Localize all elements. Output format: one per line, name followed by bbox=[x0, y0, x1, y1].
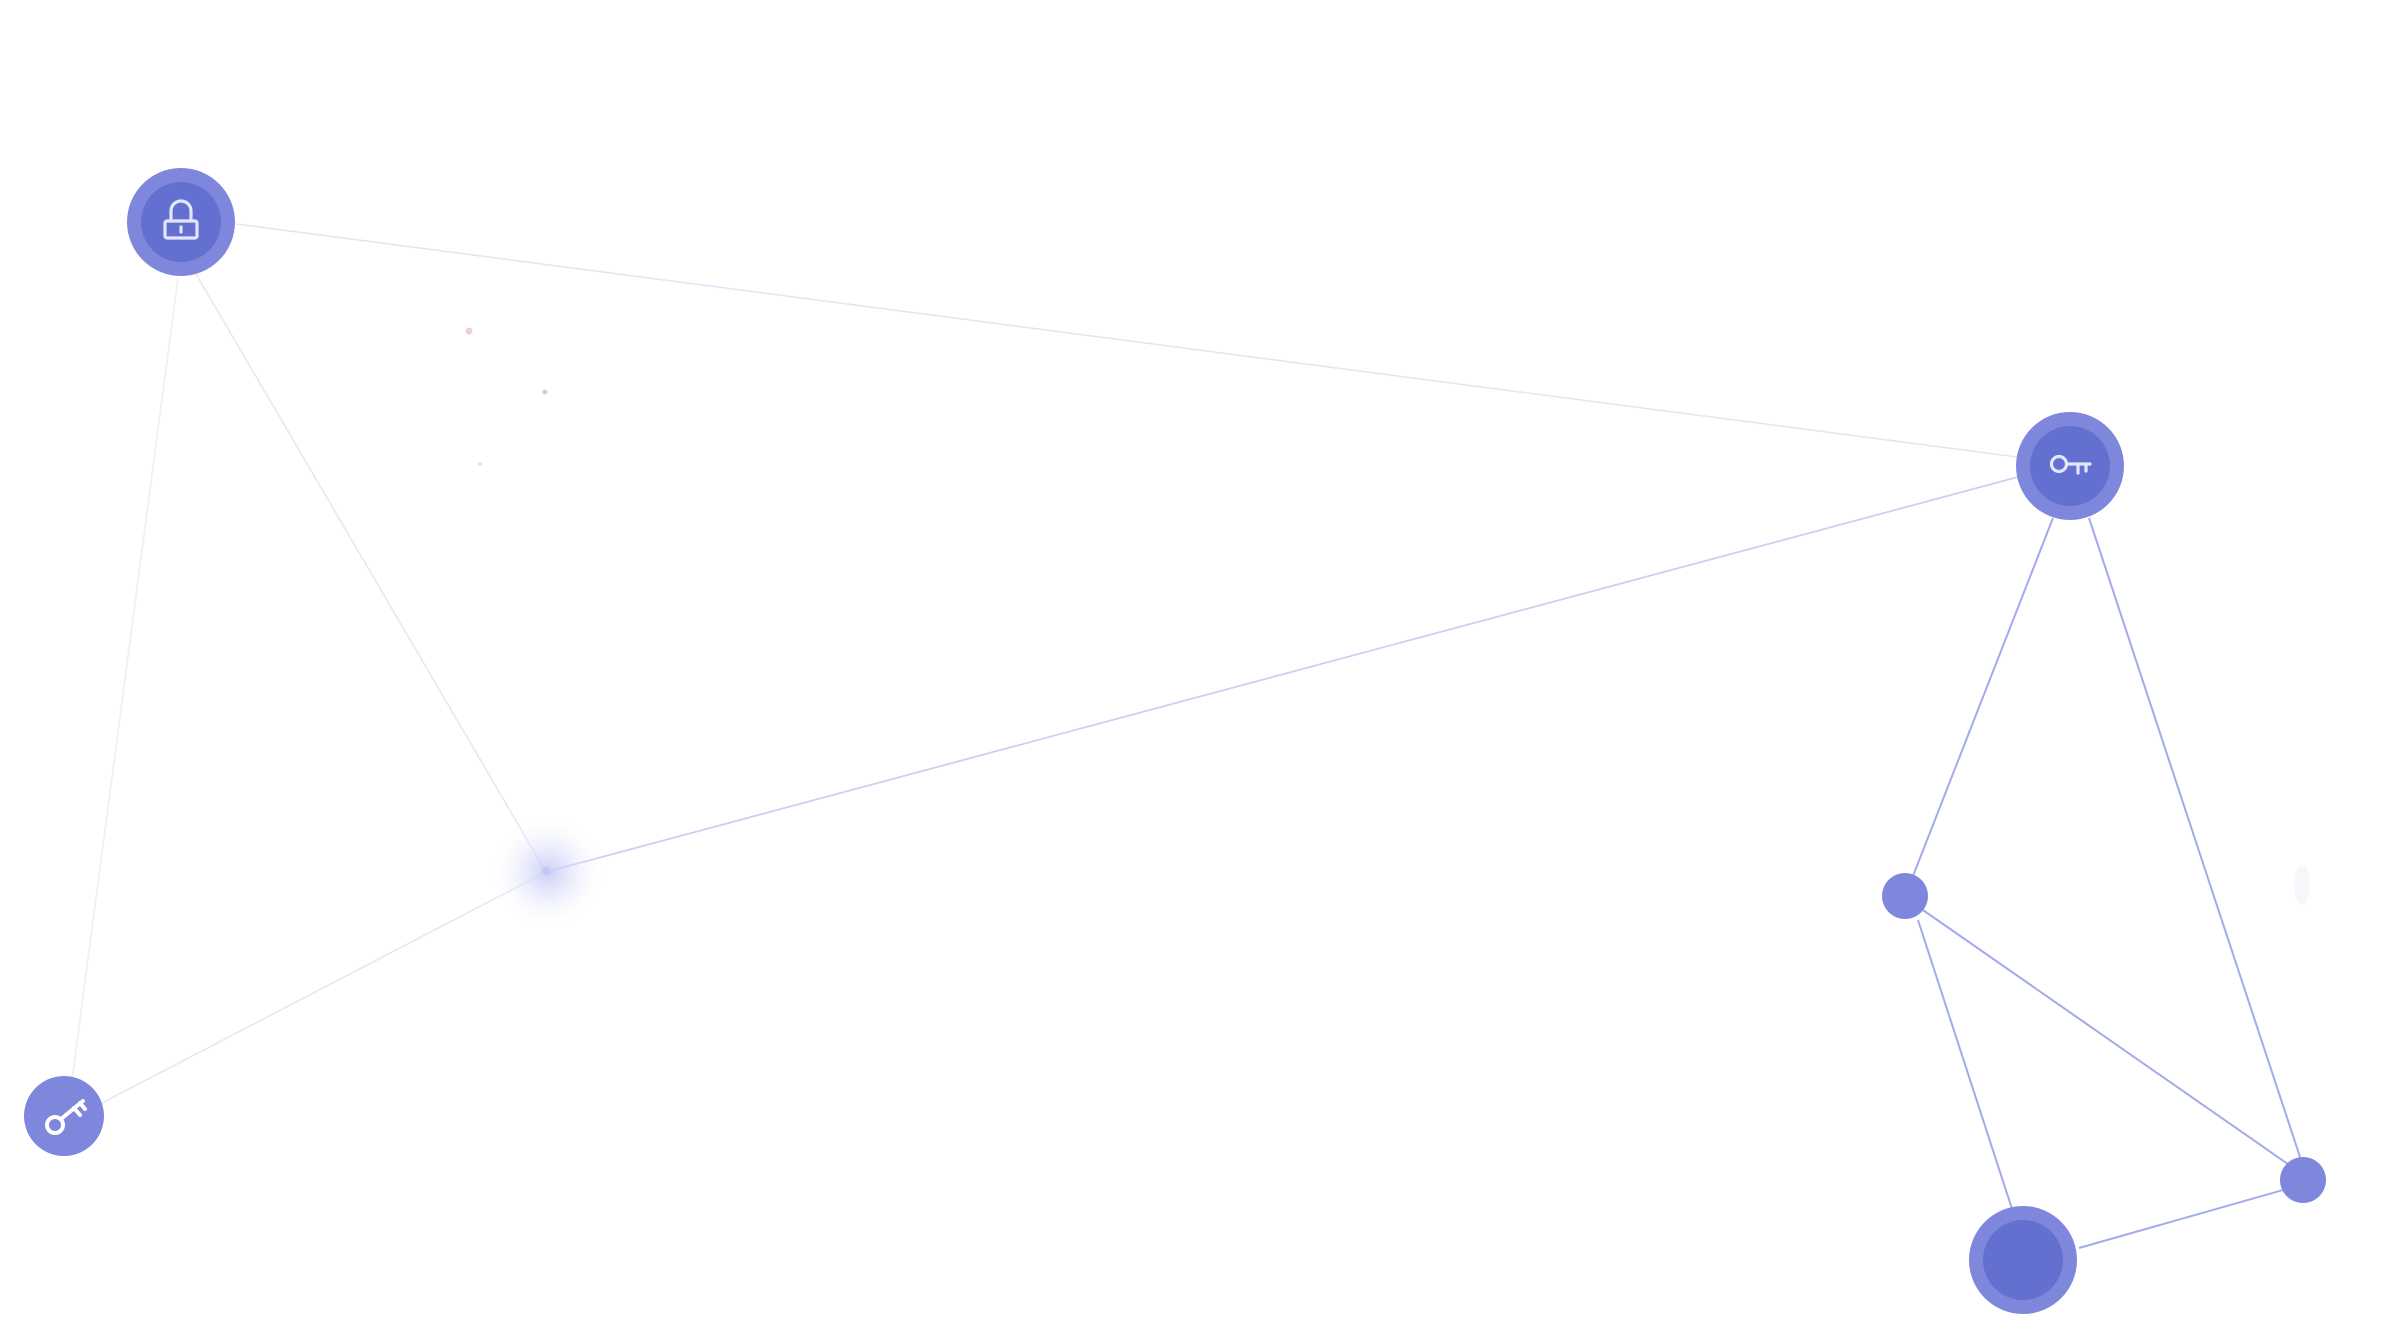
edge-small-left-to-large-bottom bbox=[1917, 919, 2015, 1216]
glow-hub-core bbox=[542, 867, 550, 875]
large-node-bottom-core bbox=[1983, 1220, 2063, 1300]
edge-key-top-right-to-small-left bbox=[1912, 517, 2054, 877]
key-node-top-right bbox=[2016, 412, 2124, 520]
small-node-left bbox=[1882, 873, 1928, 919]
particle-streak bbox=[2294, 865, 2310, 905]
particles bbox=[465, 327, 2310, 905]
glow-hub-node bbox=[490, 814, 606, 930]
edges bbox=[71, 223, 2303, 1249]
edge-glow-hub-to-key-bottom-left bbox=[97, 871, 547, 1106]
lock-icon bbox=[163, 199, 199, 240]
lock-node bbox=[127, 168, 235, 276]
edge-lock-to-key-bottom-left bbox=[71, 277, 179, 1081]
particle-dot bbox=[465, 327, 473, 335]
key-icon bbox=[2049, 454, 2092, 475]
particle-dot bbox=[542, 389, 548, 395]
edge-key-top-right-to-small-right bbox=[2088, 517, 2303, 1164]
particle-dot bbox=[478, 462, 482, 466]
large-node-bottom bbox=[1969, 1206, 2077, 1314]
small-node-right bbox=[2280, 1157, 2326, 1203]
key-node-bottom-left bbox=[24, 1076, 104, 1156]
edge-lock-to-glow-hub bbox=[195, 273, 547, 873]
edge-small-left-to-small-right bbox=[1919, 907, 2296, 1170]
key-icon-tilted bbox=[45, 1099, 87, 1135]
edge-glow-hub-to-key-top-right bbox=[545, 476, 2019, 873]
edge-lock-to-key-top-right bbox=[235, 223, 2018, 458]
edge-large-bottom-to-small-right bbox=[2078, 1187, 2291, 1249]
key-node-top-right-core bbox=[2030, 426, 2110, 506]
